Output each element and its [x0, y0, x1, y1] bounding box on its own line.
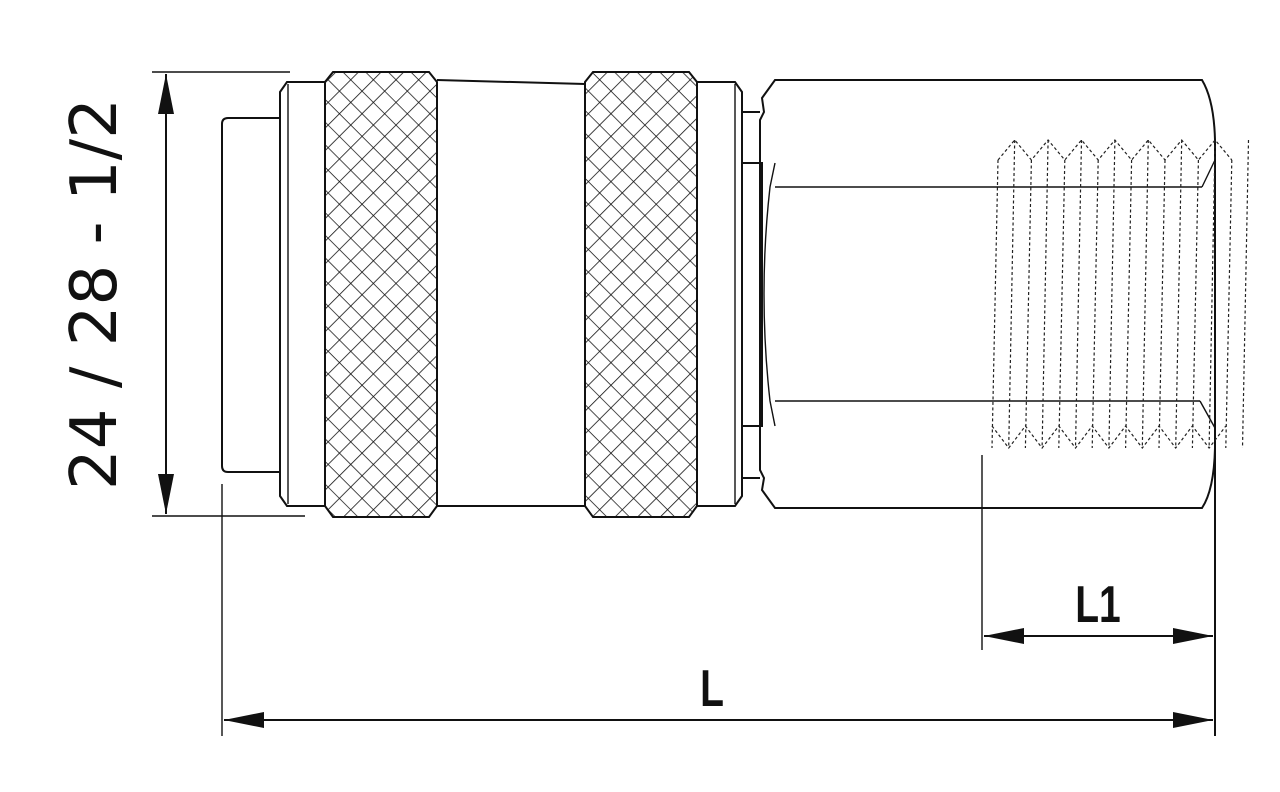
thread-line [1024, 159, 1032, 449]
thread-line [1158, 159, 1166, 449]
internal-thread [991, 139, 1250, 449]
length-dimension: L [221, 484, 1213, 736]
sleeve-middle [436, 79, 586, 507]
hex-body [759, 79, 1216, 509]
thread-line [1041, 139, 1049, 449]
thread-line [1175, 139, 1183, 449]
collar-right [697, 81, 743, 507]
collar-left [279, 81, 325, 507]
thread-line [1125, 159, 1133, 449]
thread-line [991, 159, 999, 449]
thread-line [1191, 159, 1199, 449]
hex-facet-left [763, 162, 776, 427]
thread-line [1091, 159, 1099, 449]
diameter-label: 24 / 28 - 1/2 [58, 98, 132, 490]
l1-label: L1 [1075, 574, 1121, 633]
diameter-dimension: 24 / 28 - 1/2 [58, 71, 305, 517]
thread-line [1141, 139, 1149, 449]
neck [742, 111, 763, 479]
thread-line [1108, 139, 1116, 449]
l-label: L [700, 658, 724, 717]
thread-line [1008, 139, 1016, 449]
thread-line [1241, 139, 1250, 449]
nose-tube [221, 117, 280, 473]
thread-line [1208, 139, 1216, 449]
knurled-sleeve-right [584, 71, 698, 518]
thread-line [1058, 159, 1066, 449]
knurled-sleeve-left [324, 71, 438, 518]
thread-line [1225, 159, 1233, 449]
thread-length-dimension: L1 [981, 455, 1213, 650]
thread-line [1074, 139, 1083, 449]
